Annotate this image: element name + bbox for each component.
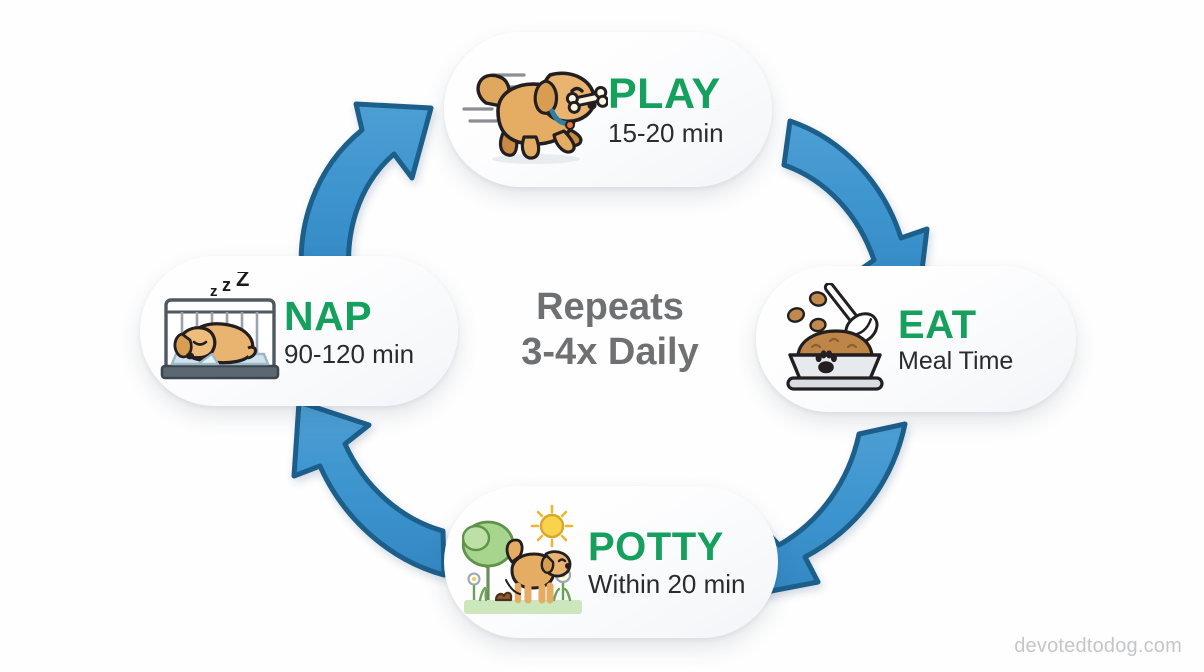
center-line-2: 3-4x Daily xyxy=(521,330,699,373)
running-puppy-with-bone-icon xyxy=(458,51,608,169)
svg-text:z: z xyxy=(210,283,218,300)
arrow-nap-to-play xyxy=(298,101,434,287)
center-line-1: Repeats xyxy=(536,286,684,328)
step-card-play-text: PLAY 15-20 min xyxy=(608,70,724,148)
svg-text:z: z xyxy=(222,275,231,295)
step-title-eat: EAT xyxy=(898,302,977,347)
svg-text:Z: Z xyxy=(236,272,249,291)
step-card-potty[interactable]: POTTY Within 20 min xyxy=(444,486,778,638)
step-subtitle-potty: Within 20 min xyxy=(588,569,746,599)
step-card-play[interactable]: PLAY 15-20 min xyxy=(444,32,772,187)
arrow-potty-to-nap xyxy=(291,399,447,578)
step-card-potty-text: POTTY Within 20 min xyxy=(588,527,746,597)
step-title-play: PLAY xyxy=(608,70,721,118)
sleeping-puppy-in-crate-icon: z z Z xyxy=(156,272,284,390)
watermark-text: devotedtodog.com xyxy=(1014,635,1182,657)
food-bowl-with-scoop-icon xyxy=(774,283,898,395)
puppy-outside-with-tree-and-sun-icon xyxy=(462,504,588,620)
step-card-eat[interactable]: EAT Meal Time xyxy=(756,266,1076,412)
step-card-nap[interactable]: z z Z xyxy=(140,256,458,406)
step-subtitle-play: 15-20 min xyxy=(608,118,724,148)
center-repeat-label: Repeats 3-4x Daily xyxy=(470,285,750,375)
step-title-nap: NAP xyxy=(284,292,373,339)
step-card-eat-text: EAT Meal Time xyxy=(898,305,1013,374)
step-subtitle-nap: 90-120 min xyxy=(284,338,415,369)
step-subtitle-eat: Meal Time xyxy=(898,346,1014,375)
step-title-potty: POTTY xyxy=(588,525,724,569)
step-card-nap-text: NAP 90-120 min xyxy=(284,292,415,369)
